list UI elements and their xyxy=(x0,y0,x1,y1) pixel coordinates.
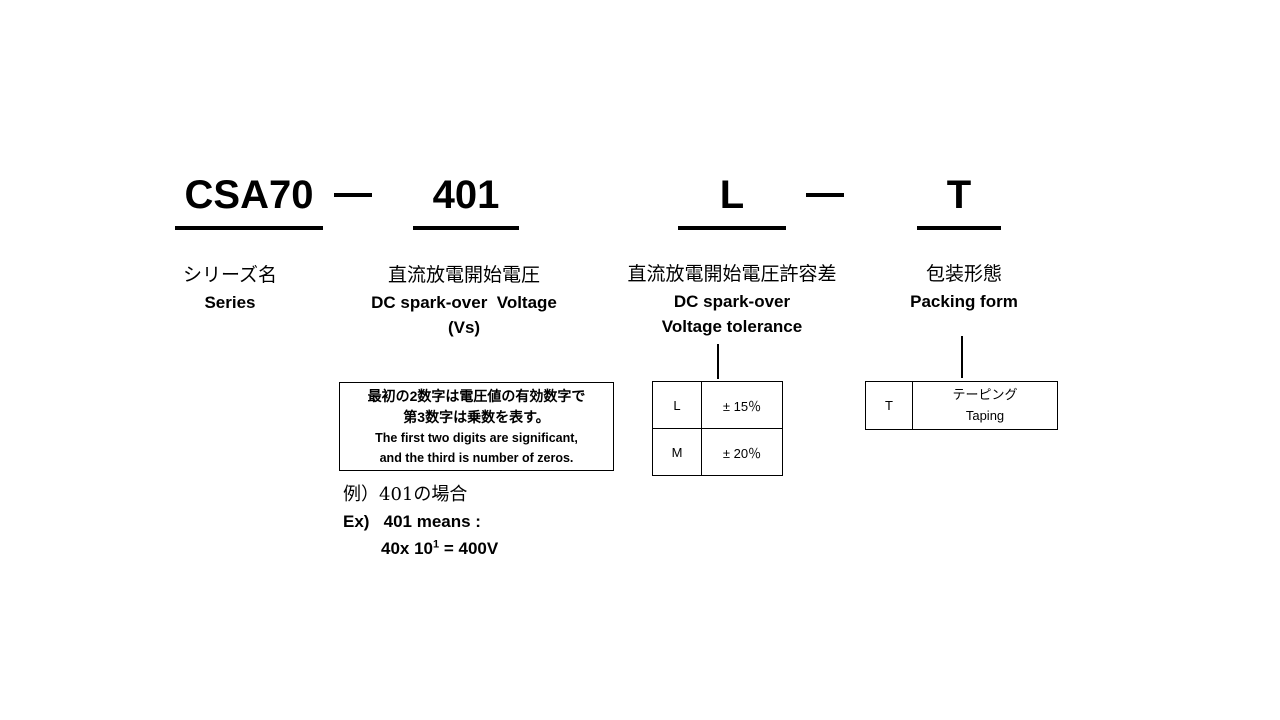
tolerance-label-en-1: DC spark-over xyxy=(673,292,791,311)
voltage-code: 401 xyxy=(432,173,500,217)
voltage-label-en-2: (Vs) xyxy=(447,318,481,337)
separator-dash-1 xyxy=(334,193,372,197)
example-en-1: Ex) 401 means : xyxy=(343,512,481,531)
voltage-underline xyxy=(413,226,519,230)
note-en-line-1: The first two digits are significant, xyxy=(375,431,578,445)
voltage-label-jp: 直流放電開始電圧 xyxy=(387,264,540,286)
tolerance-underline xyxy=(678,226,786,230)
packing-desc-en: Taping xyxy=(965,407,1005,423)
packing-desc-cell: テーピング Taping xyxy=(912,381,1058,430)
series-label-en: Series xyxy=(204,293,256,312)
series-label-jp: シリーズ名 xyxy=(182,264,278,286)
voltage-note-box: 最初の2数字は電圧値の有効数字で 第3数字は乗数を表す。 The first t… xyxy=(339,382,614,471)
note-en-line-2: and the third is number of zeros. xyxy=(379,451,574,465)
packing-desc-jp: テーピング xyxy=(952,387,1018,403)
note-jp-line-2: 第3数字は乗数を表す。 xyxy=(403,409,550,425)
tolerance-value-cell: ± 20％ xyxy=(701,428,783,476)
packing-underline xyxy=(917,226,1001,230)
tolerance-label-jp: 直流放電開始電圧許容差 xyxy=(627,263,837,285)
tolerance-code-cell: M xyxy=(652,428,702,476)
tolerance-table: L ± 15％ M ± 20％ xyxy=(652,381,783,476)
note-jp-line-1: 最初の2数字は電圧値の有効数字で xyxy=(367,388,586,404)
packing-code: T xyxy=(946,173,972,217)
packing-code-cell: T xyxy=(865,381,913,430)
example-jp: 例）401の場合 xyxy=(343,484,468,505)
example-en-2: 40x 101 = 400V xyxy=(381,538,499,558)
tolerance-value-cell: ± 15％ xyxy=(701,381,783,429)
example-block: 例）401の場合 Ex) 401 means : 40x 101 = 400V xyxy=(343,481,498,562)
table-row: T テーピング Taping xyxy=(865,381,1058,430)
tolerance-connector-line xyxy=(717,344,719,379)
tolerance-label-en-2: Voltage tolerance xyxy=(661,317,803,336)
packing-table: T テーピング Taping xyxy=(865,381,1058,430)
packing-label-jp: 包装形態 xyxy=(925,263,1002,285)
table-row: L ± 15％ xyxy=(652,381,783,429)
voltage-label-en-1: DC spark-over Voltage xyxy=(371,293,557,312)
separator-dash-2 xyxy=(806,193,844,197)
tolerance-code-cell: L xyxy=(652,381,702,429)
table-row: M ± 20％ xyxy=(652,428,783,476)
packing-label-en: Packing form xyxy=(910,292,1018,311)
series-code: CSA70 xyxy=(184,173,314,217)
series-underline xyxy=(175,226,323,230)
packing-connector-line xyxy=(961,336,963,378)
tolerance-code: L xyxy=(719,173,745,217)
